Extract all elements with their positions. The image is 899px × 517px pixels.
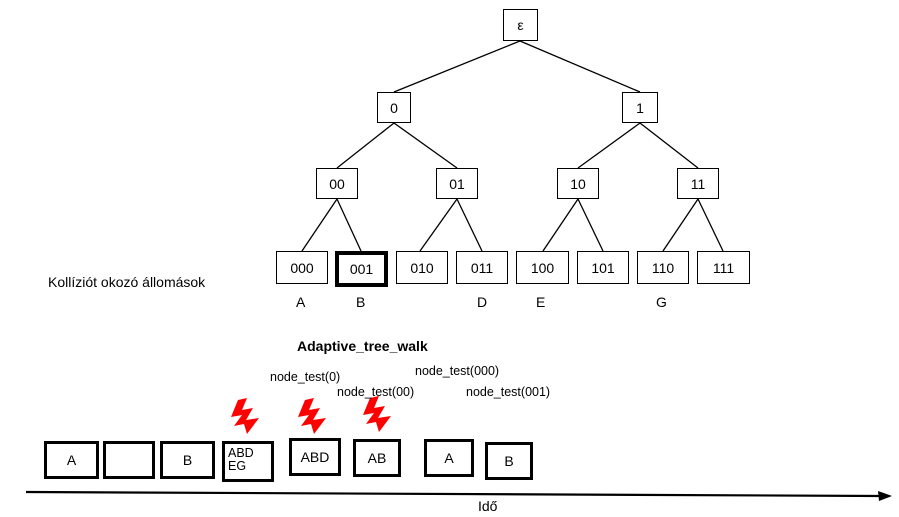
- edge-00-001: [336, 198, 362, 252]
- time-slot: B: [160, 441, 215, 479]
- edge-10-101: [577, 198, 604, 252]
- tree-node-110: 110: [637, 251, 689, 284]
- edge-root-0: [393, 40, 521, 93]
- collision-icon: [298, 398, 326, 434]
- tree-node-11: 11: [677, 168, 719, 199]
- tree-node-0: 0: [377, 92, 411, 123]
- collision-icon: [363, 396, 391, 432]
- tree-node-00: 00: [316, 168, 358, 199]
- edge-11-111: [697, 198, 724, 252]
- edge-10-100: [542, 198, 579, 252]
- edge-0-00: [336, 122, 395, 169]
- tree-node-010: 010: [396, 251, 448, 284]
- node-test-label: node_test(001): [466, 385, 551, 399]
- edge-11-110: [662, 198, 699, 252]
- time-slot: B: [485, 442, 533, 480]
- edge-root-1: [519, 40, 641, 93]
- time-slot: A: [44, 441, 99, 479]
- algorithm-title: Adaptive_tree_walk: [297, 338, 428, 354]
- tree-node-000: 000: [276, 251, 328, 284]
- tree-node-100: 100: [516, 251, 569, 284]
- edge-01-011: [456, 198, 483, 252]
- time-axis-arrowhead: [878, 491, 892, 501]
- station-label-d: D: [477, 294, 488, 310]
- tree-node-root: ε: [503, 9, 538, 41]
- time-axis: [25, 490, 881, 498]
- node-test-label: node_test(00): [337, 385, 415, 399]
- time-slot: ABD: [289, 438, 341, 476]
- edge-01-010: [419, 198, 458, 252]
- edge-1-11: [639, 122, 699, 169]
- tree-node-001-highlighted: 001: [335, 251, 388, 287]
- station-label-g: G: [656, 294, 667, 310]
- edge-00-000: [301, 198, 338, 252]
- time-axis-label: Idő: [478, 498, 498, 514]
- time-slot: [103, 441, 155, 479]
- tree-node-10: 10: [557, 168, 599, 199]
- station-label-e: E: [536, 294, 546, 310]
- collision-icon: [231, 398, 259, 434]
- stations-caption: Kollíziót okozó állomások: [48, 274, 206, 290]
- station-label-b: B: [356, 294, 366, 310]
- tree-node-011: 011: [456, 251, 508, 284]
- tree-node-111: 111: [697, 251, 750, 284]
- node-test-label: node_test(000): [415, 364, 500, 378]
- node-test-label: node_test(0): [270, 370, 341, 384]
- time-slot: A: [424, 439, 474, 477]
- time-slot: AB: [353, 439, 401, 477]
- station-label-a: A: [296, 294, 306, 310]
- edge-1-10: [577, 122, 641, 169]
- tree-node-101: 101: [577, 251, 629, 284]
- edge-0-01: [393, 122, 458, 169]
- tree-node-1: 1: [622, 92, 658, 123]
- tree-node-01: 01: [436, 168, 478, 199]
- time-slot: ABD EG: [222, 441, 274, 482]
